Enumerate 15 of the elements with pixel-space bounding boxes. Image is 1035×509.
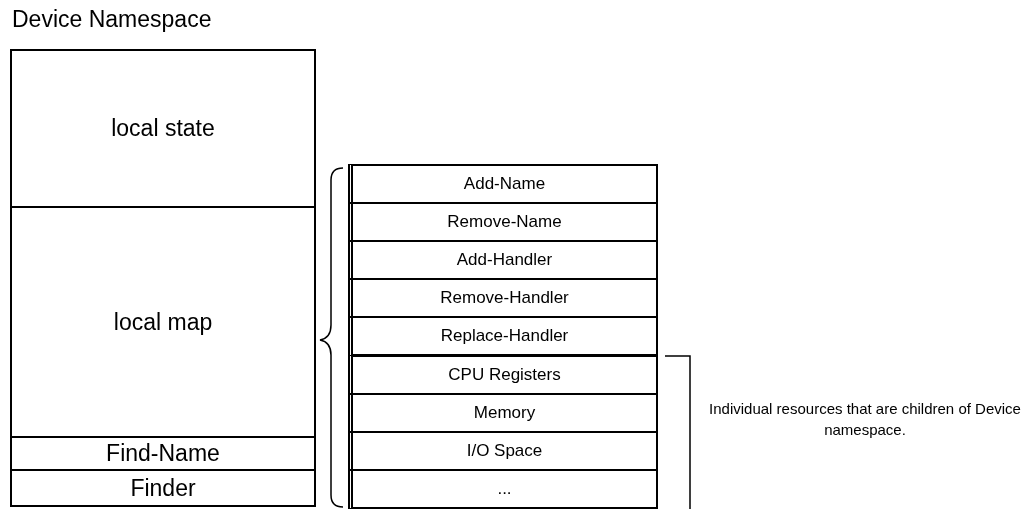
namespace-section: local map [12,206,314,436]
resource-row: I/O Space [348,430,658,471]
note-text: Individual resources that are children of Device namespace. [708,399,1022,440]
namespace-section: local state [12,51,314,206]
resource-row: Remove-Handler [348,278,658,319]
resource-row: Memory [348,392,658,433]
resource-row: Add-Handler [348,240,658,281]
namespace-section: Finder [12,469,314,506]
namespace-heading: Device Namespace [12,6,212,33]
namespace-section: Find-Name [12,436,314,469]
resource-row: Replace-Handler [348,316,658,357]
resource-row: Remove-Name [348,202,658,243]
resource-row: ... [348,468,658,509]
resource-row: CPU Registers [348,354,658,395]
resource-row: Add-Name [348,164,658,205]
